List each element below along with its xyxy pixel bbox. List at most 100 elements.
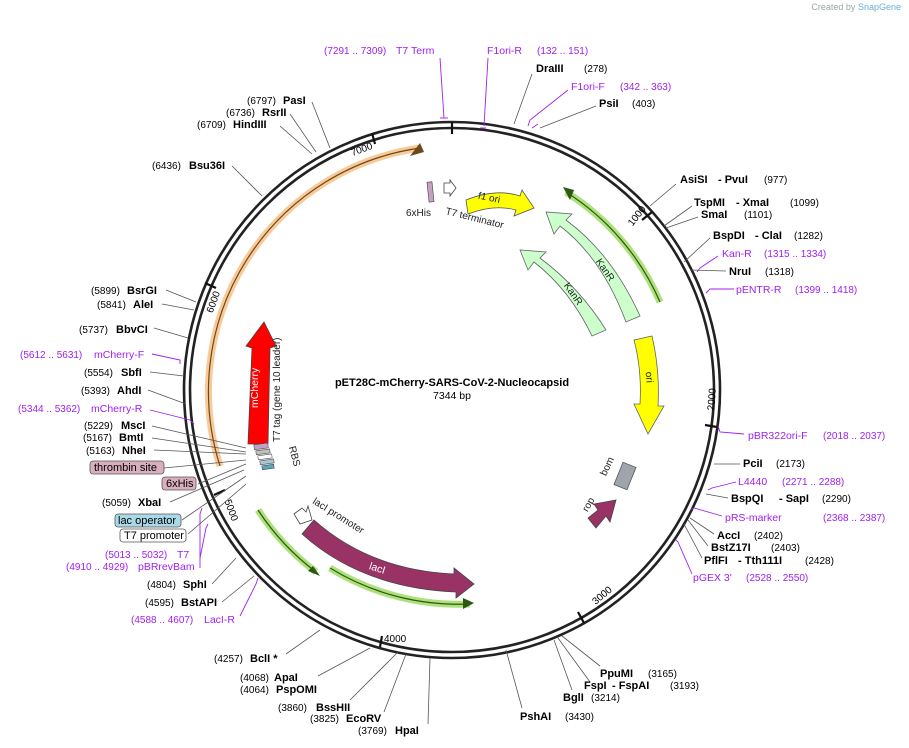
laci-label: lacI [368, 560, 387, 576]
ori-feature [633, 335, 665, 435]
rop-label: rop [581, 495, 598, 513]
prs-marker-primer: pRS-marker [725, 512, 782, 524]
site-bsu36i: Bsu36I [189, 160, 225, 172]
f1ori-f-primer: F1ori-F [571, 81, 605, 93]
site-bmti: BmtI [119, 432, 143, 444]
f1-ori-label: f1 ori [477, 191, 501, 206]
t7-terminator-feature [443, 178, 457, 198]
pbr322ori-f-primer: pBR322ori-F [748, 430, 808, 442]
sixhis-box [161, 476, 197, 491]
site-ahdi: AhdI [117, 385, 141, 397]
credit-prefix: Created by [811, 2, 856, 12]
site-bstapi: BstAPI [181, 597, 217, 609]
site-ahdi-pos: (5393) [81, 386, 110, 397]
thrombin-site-box [89, 460, 165, 475]
site-ppumi-pos: (3165) [648, 669, 677, 680]
bom-feature [613, 461, 637, 491]
pgex3-range: (2528 .. 2550) [746, 573, 808, 584]
thrombin-site-boxlabel: thrombin site [94, 462, 157, 474]
sixhis-boxlabel: 6xHis [166, 478, 194, 490]
site-fspi-pos: (3193) [670, 681, 699, 692]
prs-marker-range: (2368 .. 2387) [823, 513, 885, 524]
site-rsrii: RsrII [262, 107, 286, 119]
site-fspai: - FspAI [612, 680, 649, 692]
snapgene-credit: Created by SnapGene [811, 2, 901, 12]
site-bbvci: BbvCI [116, 324, 148, 336]
site-bspqi: BspQI [731, 493, 763, 505]
site-pvui: - PvuI [718, 174, 748, 186]
kan-r-range: (1315 .. 1334) [764, 249, 826, 260]
lac-operator-box [114, 513, 182, 528]
site-bstz17i-pos: (2403) [771, 543, 800, 554]
site-hindiii: HindIII [233, 119, 267, 131]
site-xbai-pos: (5059) [102, 498, 131, 509]
site-xmai: - XmaI [736, 197, 769, 209]
site-bsrgi: BsrGI [127, 285, 157, 297]
site-pasi-pos: (6797) [247, 96, 276, 107]
site-smai: SmaI [701, 209, 727, 221]
site-pflfi-pos: (2428) [805, 556, 834, 567]
site-bspqi-pos: (2290) [822, 494, 851, 505]
mcherry-feature [245, 321, 277, 445]
pbrrevbam-primer: pBRrevBam [138, 561, 195, 573]
pentr-r-range: (1399 .. 1418) [795, 285, 857, 296]
t7-term-primer: T7 Term [396, 45, 435, 57]
site-asisi-pos: (977) [764, 175, 787, 186]
kanr-feature-outer [545, 211, 641, 323]
f1ori-r-primer: F1ori-R [487, 45, 522, 57]
bom-label: bom [599, 456, 617, 478]
site-bspdi-pos: (1282) [794, 231, 823, 242]
site-bmti-pos: (5167) [83, 433, 112, 444]
site-pasi: PasI [283, 95, 306, 107]
site-msci-pos: (5229) [84, 421, 113, 432]
site-psii: PsiI [599, 98, 619, 110]
tick-2000: 2000 [706, 387, 719, 411]
laci-r-primer: LacI-R [204, 614, 235, 626]
site-msci: MscI [121, 420, 145, 432]
site-bstz17i: BstZ17I [711, 542, 751, 554]
site-nrui-pos: (1318) [765, 267, 794, 278]
site-alei-pos: (5841) [97, 300, 126, 311]
t7-primer: T7 [177, 549, 189, 561]
site-acci-pos: (2402) [754, 531, 783, 542]
kanr-green-arc-head [563, 187, 574, 200]
laci-feature [301, 519, 475, 599]
rop-feature [587, 499, 617, 529]
site-bsu36i-pos: (6436) [152, 161, 181, 172]
site-bsrgi-pos: (5899) [91, 286, 120, 297]
site-sbfi-pos: (5554) [84, 368, 113, 379]
site-pflfi: PflFI [704, 555, 728, 567]
site-nhei: NheI [122, 445, 146, 457]
site-apai: ApaI [274, 672, 298, 684]
mcherry-label: mCherry [249, 367, 261, 408]
site-tspmi-pos: (1099) [790, 198, 819, 209]
site-tspmi: TspMI [694, 197, 725, 209]
site-bbvci-pos: (5737) [79, 325, 108, 336]
site-draiii-pos: (278) [584, 64, 607, 75]
laci-green-arc-core [329, 567, 471, 605]
site-pcii: PciI [743, 458, 763, 470]
site-sapi: - SapI [779, 493, 809, 505]
site-clai: - ClaI [755, 230, 782, 242]
ori-label: ori [643, 371, 655, 383]
site-smai-pos: (1101) [744, 210, 772, 221]
site-psii-pos: (403) [632, 99, 655, 110]
f1ori-r-range: (132 .. 151) [537, 46, 588, 57]
site-pspomi-pos: (4064) [240, 685, 269, 696]
site-draiii: DraIII [536, 63, 564, 75]
site-pshai-pos: (3430) [565, 712, 594, 723]
snapgene-logo-text: SnapGene [857, 2, 901, 12]
site-bsshii-pos: (3860) [278, 703, 307, 714]
t7-term-range: (7291 .. 7309) [324, 46, 386, 57]
mcherry-r-primer: mCherry-R [91, 403, 143, 415]
laci-r-range: (4588 .. 4607) [131, 615, 193, 626]
kan-r-primer: Kan-R [722, 248, 752, 260]
t7-tag-label: T7 tag (gene 10 leader) [272, 337, 283, 442]
site-ppumi: PpuMI [600, 668, 633, 680]
site-sphi: SphI [183, 579, 207, 591]
t7-promoter-boxlabel: T7 promoter [124, 530, 184, 542]
site-sbfi: SbfI [121, 367, 142, 379]
pgex3-primer: pGEX 3' [693, 572, 732, 584]
l4440-primer: L4440 [738, 476, 767, 488]
f1ori-f-range: (342 .. 363) [620, 82, 671, 93]
